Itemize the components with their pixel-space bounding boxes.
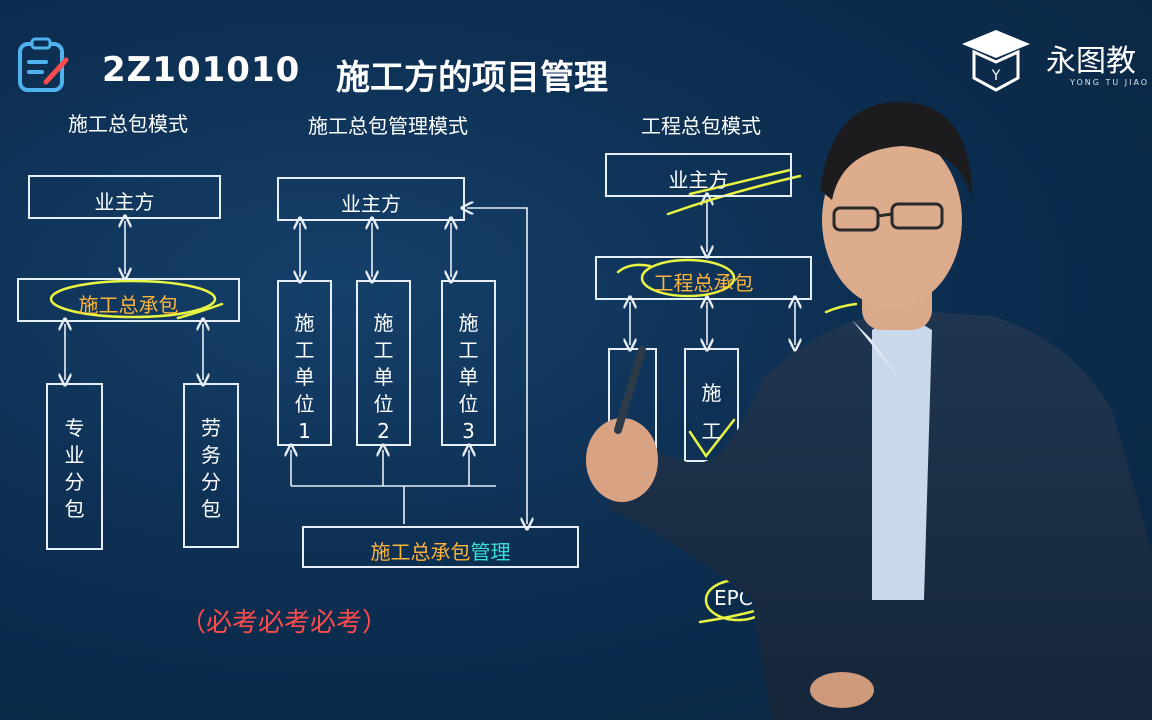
brand-name: 永图教: [1046, 44, 1136, 79]
title-code: 2Z101010: [102, 50, 301, 90]
heading-general-contract: 施工总包模式: [68, 112, 188, 136]
clipboard-icon: [16, 36, 72, 94]
heading-general-contract-management: 施工总包管理模式: [308, 114, 468, 138]
general-contractor-box: 施工总承包: [17, 278, 240, 322]
must-test-note: （必考必考必考）: [180, 608, 389, 638]
engineering-contractor-box: 工程总承包: [595, 256, 812, 300]
brand-subtitle: YONG TU JIAO: [1070, 78, 1150, 87]
highlight-ellipse: [49, 279, 217, 319]
construction-unit-1-box: 施工单位1: [277, 280, 332, 446]
construction-unit-2-box: 施工单位2: [356, 280, 411, 446]
mgmt-label-part2: 管理: [470, 540, 511, 564]
owner-box-left: 业主方: [28, 175, 221, 219]
heading-engineering-contract: 工程总包模式: [641, 114, 761, 138]
presenter-figure: [586, 101, 1152, 720]
svg-text:Y: Y: [991, 68, 1001, 84]
labor-subcontract-box: 劳务分包: [183, 383, 239, 548]
page-title: 施工方的项目管理: [336, 58, 608, 98]
general-contract-management-box: 施工总承包管理: [302, 526, 579, 568]
construction-unit-3-box: 施工单位3: [441, 280, 496, 446]
graduation-cap-logo-icon: Y: [960, 28, 1032, 94]
owner-box-middle: 业主方: [277, 177, 465, 221]
specialty-subcontract-box: 专业分包: [46, 383, 103, 550]
mgmt-label-part1: 施工总承包: [370, 540, 471, 564]
owner-box-right: 业主方: [605, 153, 792, 197]
